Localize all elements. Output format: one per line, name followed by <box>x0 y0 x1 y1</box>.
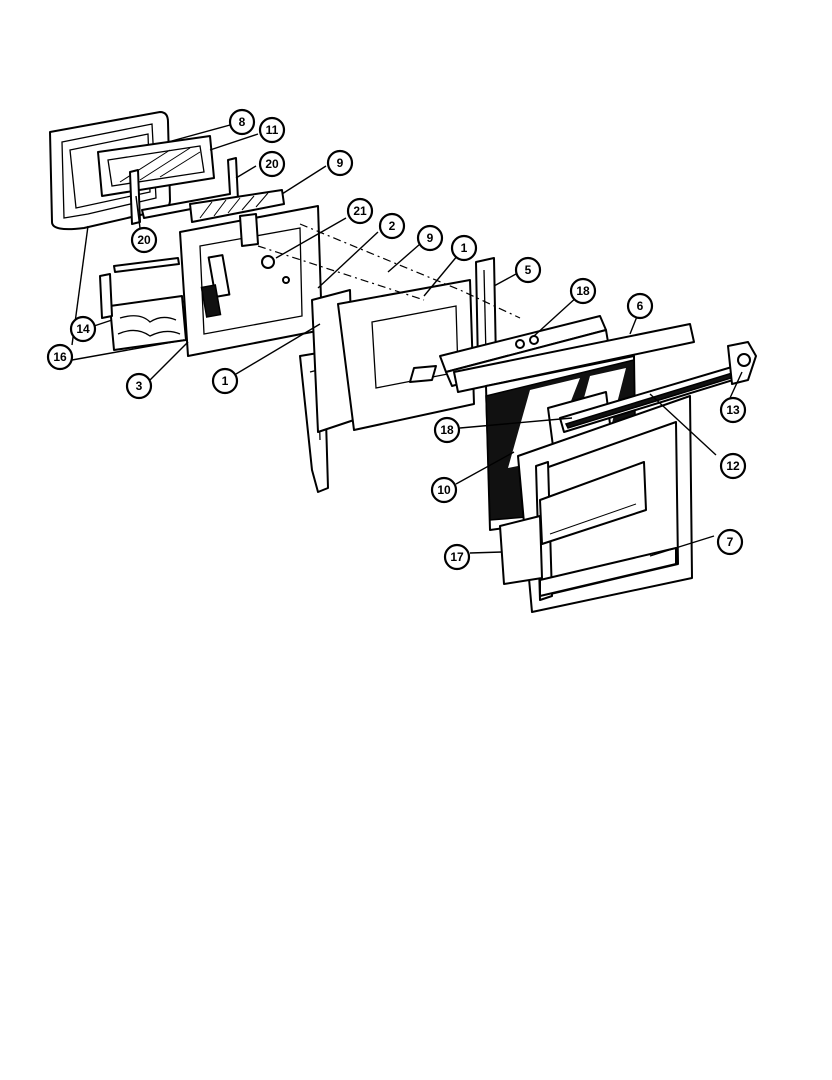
callout-8: 8 <box>228 108 256 136</box>
callout-6: 6 <box>626 292 654 320</box>
callout-21: 21 <box>346 197 374 225</box>
callout-1-right-label: 1 <box>461 241 468 255</box>
callout-11: 11 <box>258 116 286 144</box>
callout-9-upper-label: 9 <box>337 156 344 170</box>
callout-17-label: 17 <box>450 550 464 564</box>
part-door-liner <box>179 205 323 357</box>
callout-16-label: 16 <box>53 350 67 364</box>
callout-20-lower-label: 20 <box>137 233 151 247</box>
leader-lines <box>71 124 743 557</box>
callout-13-label: 13 <box>726 403 740 417</box>
callout-9-mid: 9 <box>416 224 444 252</box>
callout-21-label: 21 <box>353 204 367 218</box>
part-lower-panel <box>499 461 647 585</box>
callout-11-label: 11 <box>266 123 279 137</box>
callout-17: 17 <box>443 543 471 571</box>
callout-14: 14 <box>69 315 97 343</box>
callout-7: 7 <box>716 528 744 556</box>
callout-12: 12 <box>719 452 747 480</box>
callout-20-upper: 20 <box>258 150 286 178</box>
callout-3: 3 <box>125 372 153 400</box>
callout-10-label: 10 <box>437 483 451 497</box>
callout-18-lower: 18 <box>433 416 461 444</box>
callout-5-label: 5 <box>525 263 532 277</box>
callout-18-upper-label: 18 <box>576 284 590 298</box>
alignment-line <box>257 223 521 319</box>
part-side-panel <box>311 279 475 433</box>
callout-1-left: 1 <box>211 367 239 395</box>
callout-5: 5 <box>514 256 542 284</box>
callout-18-upper: 18 <box>569 277 597 305</box>
callout-18-lower-label: 18 <box>440 423 454 437</box>
callout-9-mid-label: 9 <box>427 231 434 245</box>
callout-2: 2 <box>378 212 406 240</box>
callout-6-label: 6 <box>637 299 644 313</box>
callout-12-label: 12 <box>726 459 740 473</box>
callout-20-lower: 20 <box>130 226 158 254</box>
callout-10: 10 <box>430 476 458 504</box>
callout-1-right: 1 <box>450 234 478 262</box>
callout-14-label: 14 <box>76 322 90 336</box>
callout-9-upper: 9 <box>326 149 354 177</box>
part-insulation <box>99 257 187 351</box>
callout-3-label: 3 <box>136 379 143 393</box>
callout-1-left-label: 1 <box>222 374 229 388</box>
part-trim-strip <box>189 189 285 223</box>
callout-7-label: 7 <box>727 535 734 549</box>
callout-8-label: 8 <box>239 115 246 129</box>
callout-20-upper-label: 20 <box>265 157 279 171</box>
part-handle-cap <box>727 341 757 385</box>
callout-13: 13 <box>719 396 747 424</box>
callout-2-label: 2 <box>389 219 396 233</box>
callout-16: 16 <box>46 343 74 371</box>
